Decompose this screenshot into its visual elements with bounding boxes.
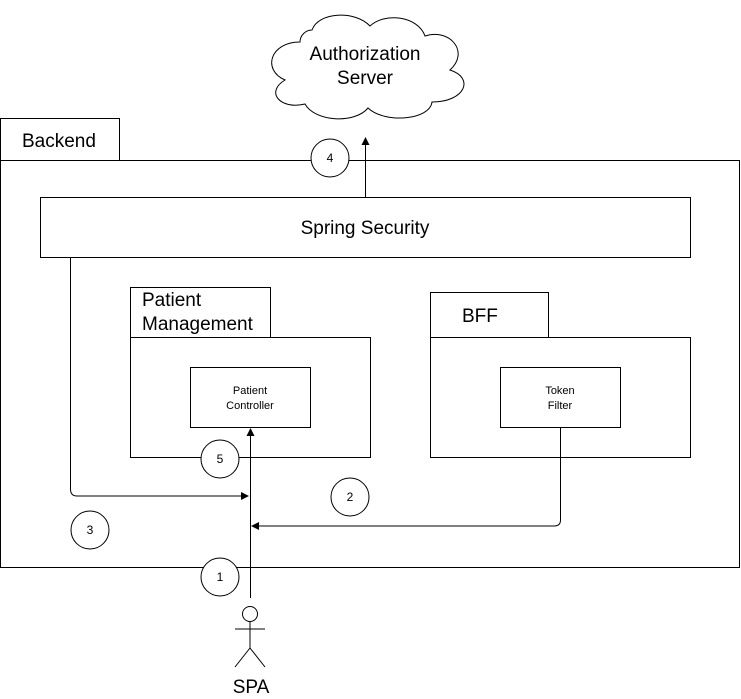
patient-controller-box: Patient Controller (190, 367, 311, 428)
step-circle-3: 3 (70, 510, 110, 550)
spring-security-label: Spring Security (301, 218, 430, 239)
spring-security-box: Spring Security (40, 197, 691, 258)
arrow-spring-security-to-main-flow (70, 258, 249, 500)
spa-actor-icon (234, 606, 266, 668)
patient-management-tab (130, 287, 271, 338)
step-label-3: 3 (87, 523, 94, 537)
patient-management-label-line1: Patient (142, 290, 202, 311)
patient-management-label-line2: Management (142, 314, 254, 335)
bff-label: BFF (462, 306, 498, 327)
authorization-server-cloud: Authorization Server (271, 14, 465, 120)
arrow-token-filter-to-main-flow (251, 428, 561, 530)
step-label-1: 1 (217, 570, 224, 584)
step-circle-1: 1 (200, 557, 240, 597)
spa-label: SPA (233, 677, 270, 698)
step-circle-2: 2 (330, 477, 370, 517)
token-filter-box: Token Filter (500, 367, 621, 428)
backend-label: Backend (22, 131, 96, 152)
patient-controller-label-line2: Controller (226, 400, 274, 412)
step-label-5: 5 (217, 452, 224, 466)
token-filter-label-line2: Filter (548, 400, 573, 412)
step-label-4: 4 (327, 151, 334, 165)
step-label-2: 2 (347, 490, 354, 504)
patient-controller-label-line1: Patient (233, 385, 267, 397)
step-circle-5: 5 (200, 439, 240, 479)
patient-management-package: Patient Management (130, 287, 371, 458)
backend-tab (0, 118, 120, 161)
authorization-server-label-line1: Authorization (310, 44, 421, 65)
step-circle-4: 4 (310, 138, 350, 178)
bff-tab (430, 292, 549, 338)
token-filter-label-line1: Token (545, 385, 574, 397)
authorization-server-label-line2: Server (337, 68, 394, 89)
